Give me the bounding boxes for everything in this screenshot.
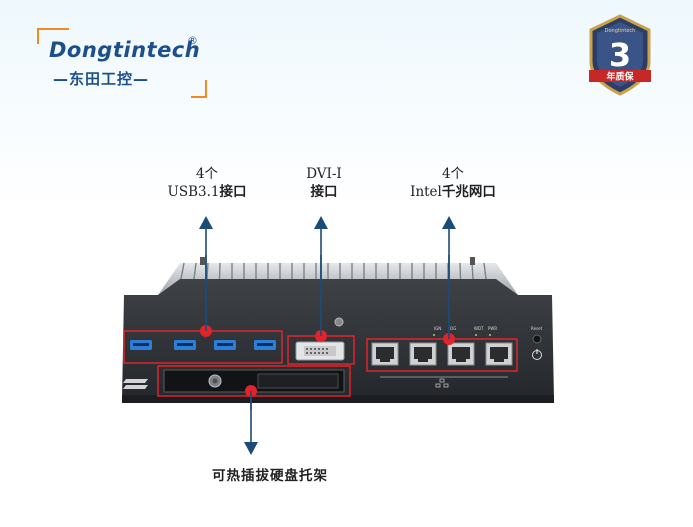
stripe-logo: [123, 379, 148, 389]
lan-label: 4个 Intel千兆网口: [378, 165, 528, 201]
dvi-label-line1: DVI-I: [306, 166, 342, 182]
usb-label-line1: 4个: [195, 166, 219, 182]
pwr-text: PWR: [488, 326, 497, 331]
logo-corner-bottom-right: [191, 80, 207, 98]
lan-highlight-box: [366, 338, 518, 372]
dvi-arrow-head: [314, 216, 328, 229]
brand-logo: Dongtintech ® —东田工控—: [37, 28, 207, 98]
usb-port-group: [130, 340, 276, 350]
logo-subtitle: —东田工控—: [53, 70, 150, 88]
screw: [334, 317, 344, 327]
logo-registered-mark: ®: [187, 34, 198, 47]
logo-corner-top-left: [37, 28, 69, 44]
network-icon: [435, 378, 449, 388]
lan-label-line1: 4个: [441, 166, 465, 182]
badge-caption: 年质保: [606, 71, 634, 83]
badge-topline: Dongtintech: [605, 28, 636, 34]
dvi-label: DVI-I 接口: [284, 165, 364, 201]
usb-label-line2-a: USB3.1: [167, 184, 220, 200]
lan-label-line2-b: 千兆网口: [441, 184, 496, 200]
hot-swap-drive-tray: [163, 369, 345, 393]
ign-text: IGN: [434, 326, 441, 331]
reset-text: Reset: [531, 326, 543, 331]
industrial-pc-front-panel: DVI-I IGN LOG WDT PWR Reset: [122, 255, 554, 410]
badge-number: 3: [609, 36, 631, 74]
usb-arrow-head: [199, 216, 213, 229]
dvi-label-line2: 接口: [310, 184, 338, 200]
usb-label: 4个 USB3.1接口: [152, 165, 262, 201]
reset-button: [532, 334, 542, 344]
usb-label-line2-b: 接口: [219, 184, 247, 200]
drive-tray-label: 可热插拔硬盘托架: [212, 468, 328, 484]
lan-arrow-head: [442, 216, 456, 229]
wdt-text: WDT: [474, 326, 484, 331]
warranty-badge-icon: Dongtintech 3 年质保: [589, 14, 651, 96]
lan-port-group: [371, 342, 513, 366]
log-text: LOG: [448, 326, 456, 331]
logo-brand-text: Dongtintech: [49, 38, 201, 62]
lan-label-line2-a: Intel: [410, 184, 442, 200]
tray-arrow-head: [244, 442, 258, 455]
